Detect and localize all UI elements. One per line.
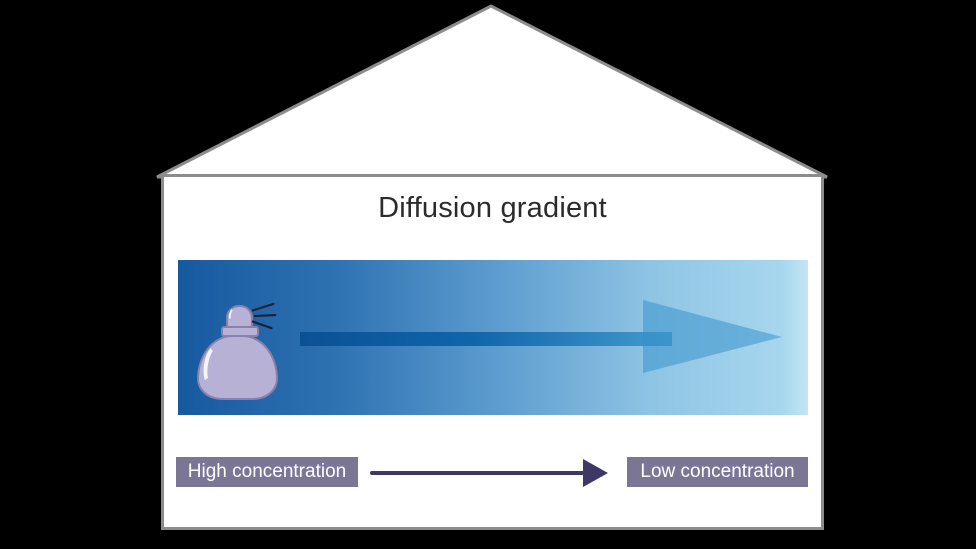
house-roof [156,4,828,179]
arrow-right-icon [583,459,608,487]
flow-arrow-shaft [370,471,584,475]
diffusion-arrow-head-icon [643,300,782,373]
perfume-bottle-nozzle [226,305,253,328]
low-concentration-label: Low concentration [627,457,808,487]
diffusion-arrow-shaft [300,332,672,346]
high-concentration-label: High concentration [176,457,358,487]
spray-lines-icon [251,302,277,330]
diagram-title: Diffusion gradient [378,192,607,224]
